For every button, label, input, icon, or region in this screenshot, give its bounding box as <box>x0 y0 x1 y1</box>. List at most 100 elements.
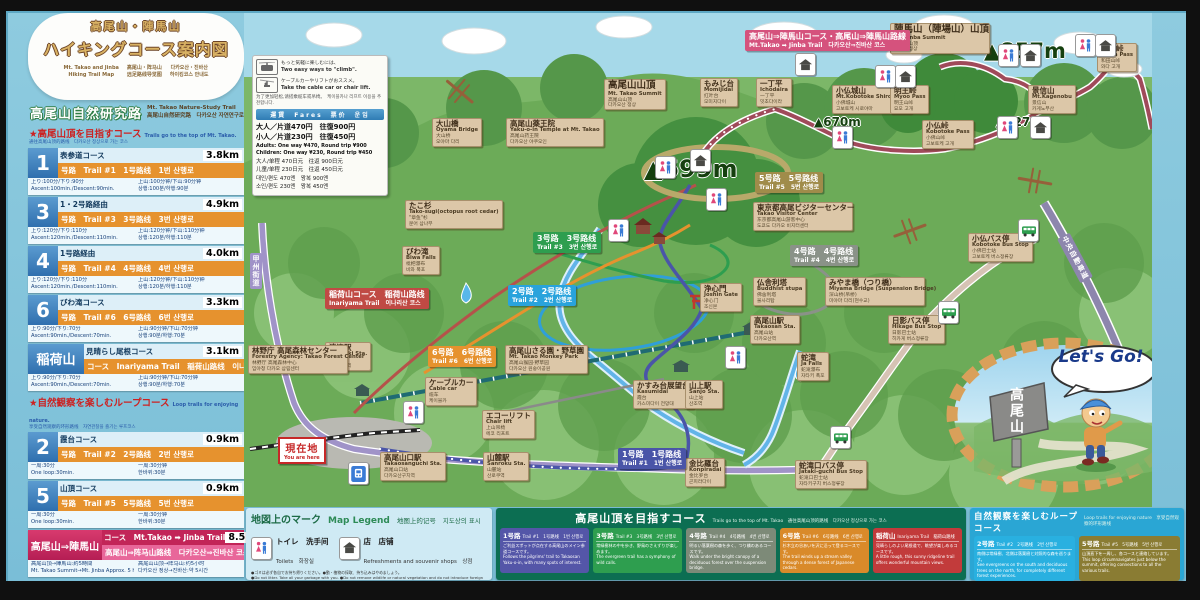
distance-value: 4.9km <box>202 198 242 210</box>
distance-value: 3.1km <box>202 345 242 357</box>
label-line: Mt. Takao Monkey Park <box>509 354 579 361</box>
label-line: Mt. Takao Summit <box>608 90 662 97</box>
shop-icon <box>1020 44 1041 67</box>
label-line: 모미지다이 <box>704 99 727 105</box>
label-line: びわ滝 <box>406 247 429 256</box>
: 31・2号路経由4.9km号路 Trail #3 3号路线 3번 산행로 <box>28 196 244 227</box>
label-line: 大山桥 <box>436 134 451 140</box>
bus-icon <box>1018 219 1039 242</box>
label-line: 山上駅 <box>689 381 712 390</box>
label-line: Kasumidai <box>637 389 669 396</box>
label-line: もみじ台 <box>704 79 734 88</box>
label-line: 东京都高尾山游客中心 <box>757 218 805 224</box>
course-name: 1・2号路経由 <box>60 199 108 209</box>
label-line: Chair lift <box>486 419 512 426</box>
label-line: Wada Pass <box>1101 52 1134 59</box>
distance-value: 0.9km <box>202 434 242 446</box>
label-line: 자타키 폭포 <box>801 373 825 379</box>
badge-line2: Inariyama Trail 이나리산 코스 <box>329 299 421 307</box>
label-line: 자타키구치 버스정류장 <box>799 481 845 487</box>
label-line: Biwa Falls <box>406 255 436 262</box>
: 見晴らし尾根コース3.1km <box>84 343 244 359</box>
label-line: Kiyotaki Sta. <box>329 351 368 358</box>
label-line: 묘오 고개 <box>894 106 914 112</box>
shop-icon <box>1030 116 1051 139</box>
label-line: 日影バス停 <box>892 316 930 325</box>
label-line: 다카오산 야쿠오인 <box>510 139 547 145</box>
label-line: 小仏バス停 <box>972 234 1010 243</box>
cablecar-fare-card: もっと気軽に楽しむには、Two easy ways to "climb". ケー… <box>252 55 388 196</box>
label-line: 비와 폭포 <box>406 267 426 273</box>
label-line: 小佛山峠 <box>926 136 946 142</box>
label-line: 明王峠 <box>894 86 917 95</box>
label-line: 净心门 <box>704 299 719 305</box>
label-line: 불사리탑 <box>757 298 775 304</box>
label-line: 景信山 <box>1032 101 1047 107</box>
label-line: みやま橋（つり橋） <box>829 278 897 287</box>
toilet-icon <box>251 536 272 560</box>
takao-signpost-icon <box>989 382 1049 468</box>
trail-map: もっと気軽に楽しむには、Two easy ways to "climb". ケー… <box>244 13 1152 507</box>
label-line: 高尾山薬王院 <box>510 119 555 128</box>
toilet-icon <box>997 116 1018 139</box>
label-line: 小仏峠 <box>926 121 949 130</box>
badge-line1: 高尾山⇒陣馬山コース・高尾山⇒陣馬山路線 <box>749 32 907 41</box>
card-body: 明るい落葉樹の森を歩く、つり橋のあるコースです。Walk under the b… <box>689 543 772 571</box>
distance-value: 4.0km <box>202 247 242 259</box>
label-line: 蛇滝口巴士站 <box>799 476 828 482</box>
label-line: 山麓站 <box>487 468 502 474</box>
label-line: 高尾山山頂 <box>608 80 656 91</box>
: 41号路経由4.0km号路 Trail #4 4号路线 4번 산행로 <box>28 245 244 276</box>
label-line: 東京都高尾ビジターセンター <box>757 203 855 212</box>
chair-lift-icon <box>256 77 278 93</box>
toilet-icon <box>725 346 746 369</box>
toilet-icon <box>1075 34 1096 57</box>
label-line: Sanjo Sta. <box>689 389 720 396</box>
takao-jinba-course-row: 高尾山⇒陣馬山 コース Mt.Takao ➡ Jinba Trail 8.5km… <box>28 530 265 578</box>
toilet-icon <box>832 126 853 149</box>
label-line: 에코 리프트 <box>486 431 510 437</box>
course-number: 2 <box>28 432 58 463</box>
leaf-wreath <box>946 337 1152 493</box>
toilet-icon <box>706 188 727 211</box>
page-title: ハイキングコース案内図 <box>43 40 229 59</box>
badge-line1: 2号路 2号路线 <box>512 287 572 296</box>
shop-icon <box>338 536 360 560</box>
label-line: Momijidai <box>704 87 734 94</box>
: 山頂コース0.9km <box>58 481 244 497</box>
cable-car-icon <box>256 59 278 75</box>
takao-signpost-text: 高尾山 <box>1008 387 1024 435</box>
label-line: 小佛城山 <box>836 101 856 107</box>
photo-edge-top <box>0 0 1200 11</box>
course-number: 稲荷山 <box>28 343 84 374</box>
label-line: 蛇滝 <box>801 353 816 362</box>
: 5山頂コース0.9km号路 Trail #5 5号路线 5번 산행로 <box>28 481 244 512</box>
